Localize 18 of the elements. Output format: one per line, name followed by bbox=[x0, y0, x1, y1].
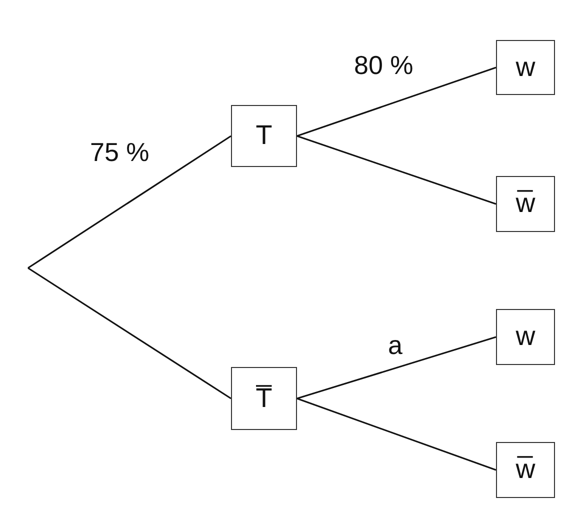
branch-line bbox=[296, 66, 496, 137]
branch-line bbox=[28, 267, 232, 400]
outcome-label: w̅ bbox=[516, 453, 536, 486]
outcome-box bbox=[496, 442, 555, 498]
branch-line bbox=[296, 135, 496, 205]
branch-line bbox=[296, 336, 496, 400]
branch-line bbox=[296, 398, 496, 471]
outcome-box bbox=[496, 176, 555, 232]
branch-line bbox=[28, 135, 232, 269]
outcome-label: w bbox=[516, 50, 536, 84]
outcome-box bbox=[231, 105, 297, 167]
outcome-label: T bbox=[256, 119, 272, 152]
outcome-box bbox=[496, 309, 555, 365]
outcome-label: T̅ bbox=[256, 382, 272, 415]
outcome-box bbox=[496, 40, 555, 95]
outcome-box bbox=[231, 367, 297, 430]
outcome-label: w̅ bbox=[516, 187, 536, 220]
outcome-label: w bbox=[516, 320, 536, 354]
